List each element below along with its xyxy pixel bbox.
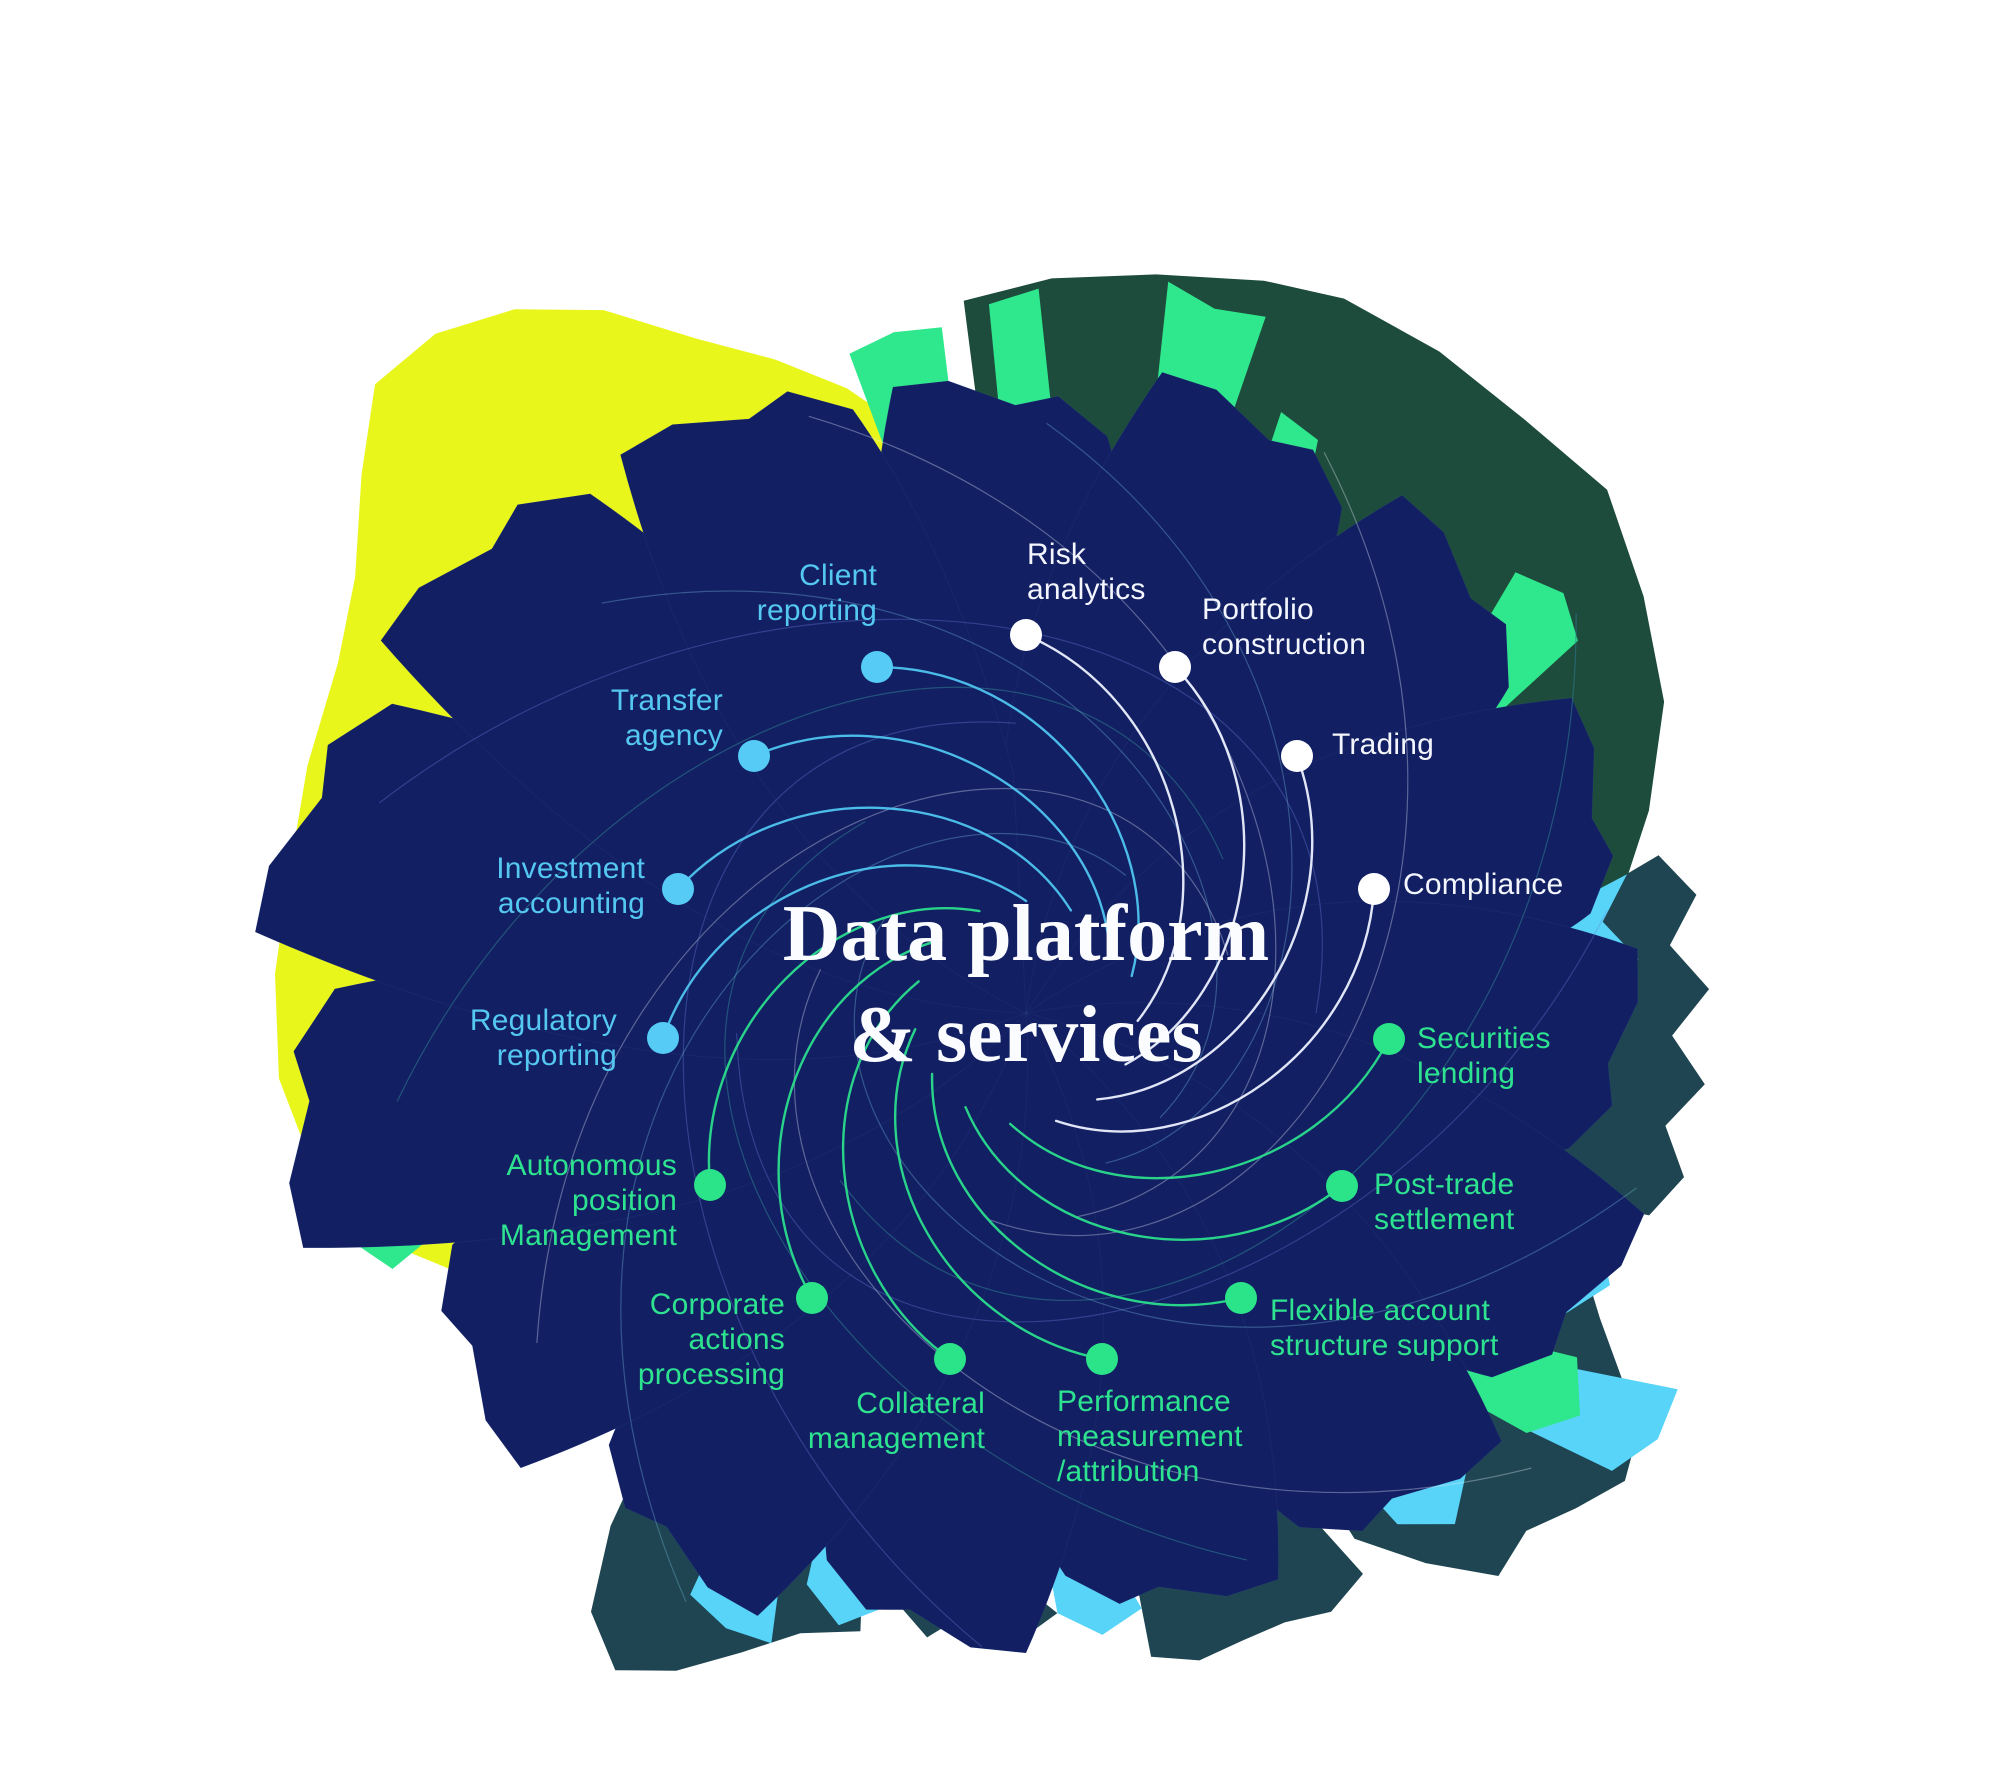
spoke-dot-post-trade-settlement [1326,1170,1358,1202]
spoke-tail-autonomous-position-management [707,907,981,1187]
spoke-tail-transfer-agency [752,734,1110,939]
spoke-tail-performance-measurement-attribution [893,1028,1104,1361]
spoke-dot-compliance [1358,873,1390,905]
spoke-dot-autonomous-position-management [694,1169,726,1201]
spoke-tail-investment-accounting [676,806,1073,912]
spoke-tail-post-trade-settlement [964,1106,1344,1241]
spoke-tail-regulatory-reporting [661,864,1028,1040]
spoke-dot-portfolio-construction [1159,651,1191,683]
spoke-dots [647,619,1405,1375]
spoke-dot-risk-analytics [1010,619,1042,651]
spoke-dot-trading [1281,740,1313,772]
spoke-tail-client-reporting [875,665,1140,978]
spoke-dot-investment-accounting [662,873,694,905]
spoke-tail-corporate-actions-processing [777,938,943,1300]
spoke-dot-performance-measurement-attribution [1086,1343,1118,1375]
spoke-tail-portfolio-construction [1124,665,1246,1066]
spoke-tails [661,633,1391,1361]
spoke-dot-securities-lending [1373,1023,1405,1055]
spoke-tail-risk-analytics [1024,633,1185,1022]
spoke-dot-transfer-agency [738,740,770,772]
spoke-dot-corporate-actions-processing [796,1282,828,1314]
spoke-dot-regulatory-reporting [647,1022,679,1054]
spoke-tail-trading [1096,754,1314,1101]
spoke-tail-securities-lending [1009,1037,1391,1180]
spoke-tail-collateral-management [841,980,952,1361]
spoke-dot-client-reporting [861,651,893,683]
spoke-tail-compliance [1054,887,1376,1133]
pinwheel-blades [254,371,1645,1654]
spoke-dot-collateral-management [934,1343,966,1375]
spoke-dot-flexible-account-structure-support [1225,1282,1257,1314]
spoke-tail-flexible-account-structure-support [930,1072,1243,1307]
